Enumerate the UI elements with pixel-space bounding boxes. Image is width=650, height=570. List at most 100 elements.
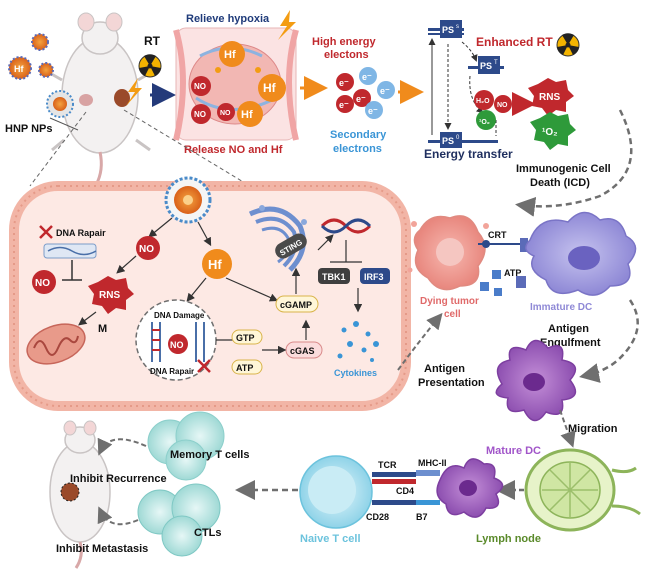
tumor-hf-3: Hf: [241, 109, 253, 121]
hf-np-label: Hf: [14, 64, 24, 74]
ctls-icon: [137, 483, 221, 557]
atp-label: ATP: [236, 363, 253, 373]
ps-s-sup: s: [456, 24, 459, 30]
atp-right-label: ATP: [504, 268, 521, 278]
rns-cell-badge-icon: [88, 276, 134, 314]
dna-damage-label: DNA Damage: [154, 311, 205, 320]
no-badge-2: [32, 270, 56, 294]
o2-top-label: ¹O₂: [542, 127, 558, 138]
cgamp-box: [275, 295, 319, 313]
dna-helix-icon: [320, 218, 372, 234]
cgas-label: cGAS: [290, 346, 315, 356]
tumor-hf-1: Hf: [224, 49, 236, 61]
no-molecule-label: NO: [497, 102, 508, 109]
irf3-label: IRF3: [364, 272, 384, 282]
mouse-bottom-icon: [49, 420, 111, 569]
mitochondria-icon: [26, 323, 86, 365]
sting-box: [275, 233, 307, 259]
high-energy-label-1: High energy: [312, 36, 376, 48]
lightning-icon-2: [278, 10, 296, 40]
zoom-line-right: [123, 109, 251, 187]
dna-repair-label-2: DNA Rapair: [150, 367, 194, 376]
hf-cell-label: Hf: [208, 257, 222, 272]
ps-energy-diagram: [428, 20, 504, 148]
cytokines-dots: [337, 321, 379, 362]
tumor-no-2: NO: [194, 110, 206, 119]
lymph-node-label: Lymph node: [476, 533, 541, 545]
dna-repair-block-icon: [39, 225, 97, 259]
icd-label-2: Death (ICD): [530, 177, 590, 189]
rns-cell-label: RNS: [99, 290, 120, 301]
arrow-icd-to-dying: [515, 109, 633, 217]
cd4-label: CD4: [396, 486, 414, 496]
cgamp-label: cGAMP: [280, 300, 312, 310]
no-label-1: NO: [139, 244, 154, 255]
dying-label-1: Dying tumor: [420, 296, 479, 307]
tbk1-box: [318, 268, 350, 284]
hnp-entering-icon: [164, 176, 212, 224]
rt-label: RT: [144, 34, 161, 48]
engulf-label-1: Antigen: [548, 323, 589, 335]
no-badge-3: [168, 334, 188, 354]
relieve-hypoxia-label: Relieve hypoxia: [186, 13, 270, 25]
b7-label: B7: [416, 512, 428, 522]
tcr-label: TCR: [378, 460, 397, 470]
mature-dc-icon: [495, 339, 577, 422]
gtp-box: [231, 329, 263, 345]
high-energy-label-2: electons: [324, 49, 369, 61]
crt-label: CRT: [488, 230, 507, 240]
ctls-label: CTLs: [194, 527, 222, 539]
tumor-hf-2: Hf: [263, 81, 277, 95]
rt-radiation-icon: [138, 54, 162, 78]
hnp-nanoparticles: [8, 33, 74, 118]
tumor-particles: [191, 41, 286, 127]
cytokines-label: Cytokines: [334, 368, 377, 378]
no-badge-1: [136, 236, 160, 260]
secondary-label-1: Secondary: [330, 129, 387, 141]
electron-4: e⁻: [356, 94, 366, 104]
zoom-line-left: [29, 111, 87, 187]
dying-label-2: cell: [444, 309, 461, 320]
ps-t-label: PS: [480, 61, 492, 71]
irf3-box: [360, 268, 390, 284]
hf-badge: [202, 249, 232, 279]
o2-molecule-label: ¹O₂: [479, 119, 490, 126]
memory-t-cells-icon: [147, 411, 225, 481]
electron-1: e⁻: [339, 78, 349, 88]
present-label-1: Antigen: [424, 363, 465, 375]
tumor-no-3: NO: [220, 110, 231, 117]
hnp-label: HNP NPs: [5, 123, 52, 135]
presenting-dc-icon: [436, 458, 504, 518]
immature-dc-label: Immature DC: [530, 302, 592, 313]
ros-molecules: [474, 90, 512, 130]
tumor-no-1: NO: [194, 82, 206, 91]
lightning-icon: [126, 78, 142, 106]
rns-badge-icon: [528, 78, 574, 116]
electron-3: e⁻: [339, 100, 349, 110]
atp-squares: [480, 270, 526, 296]
secondary-label-2: electrons: [333, 143, 382, 155]
naive-t-cell-icon: [299, 455, 373, 529]
dying-tumor-cell-icon: [407, 215, 489, 291]
gtp-label: GTP: [236, 333, 255, 343]
naive-t-label: Naive T cell: [300, 533, 361, 545]
lymph-node-icon: [524, 448, 641, 532]
electron-6: e⁻: [368, 106, 378, 116]
electron-5: e⁻: [380, 86, 390, 96]
tbk1-label: TBK1: [322, 272, 346, 282]
arrow-engulf: [579, 299, 639, 383]
electron-2: e⁻: [362, 72, 372, 82]
atp-box: [231, 359, 263, 375]
immature-dc-icon: [525, 211, 637, 296]
rns-top-label: RNS: [539, 92, 560, 103]
mature-dc-label: Mature DC: [486, 445, 541, 457]
ps-0-label: PS: [442, 136, 454, 146]
ps-t-sup: T: [494, 60, 498, 66]
tcr-mhc-complex: [372, 470, 440, 505]
enhanced-rt-label: Enhanced RT: [476, 35, 553, 49]
m-label: M: [98, 323, 107, 335]
no-label-2: NO: [35, 278, 50, 289]
energy-transfer-label: Energy transfer: [424, 147, 513, 161]
release-label: Release NO and Hf: [184, 144, 283, 156]
